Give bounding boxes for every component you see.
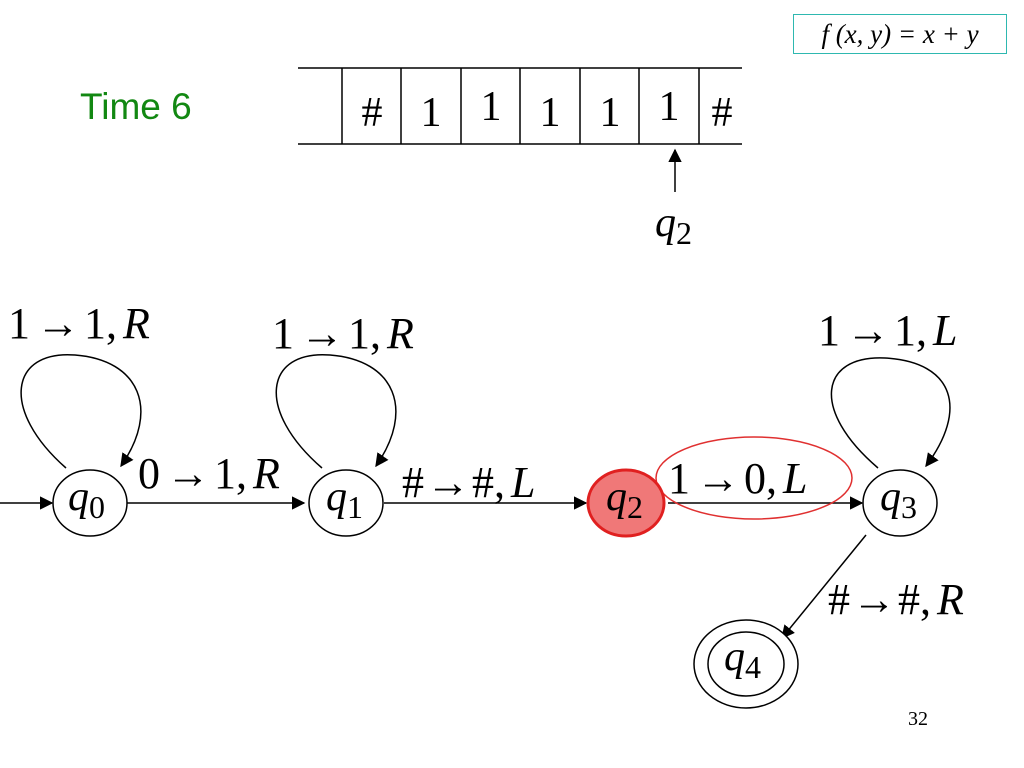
label-edge-q0-q1: 0→1,R [138, 449, 280, 498]
state-q4-label: q4 [724, 634, 761, 685]
state-q3: q3 [862, 469, 938, 537]
edge-q3-q4 [781, 534, 867, 640]
tape-cell-symbol: # [362, 90, 383, 136]
state-q2-label: q2 [606, 474, 643, 525]
state-q1-circle [308, 469, 384, 537]
state-q4-inner-circle [707, 631, 785, 697]
label-loop-q3: 1→1,L [818, 306, 957, 355]
tape-cell-symbol: 1 [540, 90, 561, 136]
state-q2-circle [586, 468, 666, 538]
tape-cell-symbol: 1 [421, 90, 442, 136]
label-edge-q2-q3: 1→0,L [668, 454, 807, 503]
state-q1-label: q1 [326, 474, 363, 525]
tape-cell-symbol: 1 [600, 90, 621, 136]
state-q4: q4 [693, 619, 799, 709]
state-q3-label: q3 [880, 474, 917, 525]
label-edge-q1-q2: #→#,L [402, 458, 535, 507]
tape-head: q2 [655, 148, 692, 251]
loop-q1 [275, 354, 397, 469]
label-edge-q3-q4: #→#,R [828, 575, 964, 624]
tape-dividers [341, 68, 700, 144]
loop-q0 [20, 354, 142, 469]
loop-q3 [830, 357, 951, 469]
state-q2: q2 [586, 468, 666, 538]
tape-cell-symbol: 1 [659, 84, 680, 130]
tape-head-state: q2 [655, 200, 692, 251]
formula-box: f (x, y) = x + y [793, 14, 1007, 54]
time-label: Time 6 [80, 86, 192, 127]
state-q1: q1 [308, 469, 384, 537]
state-q0-label: q0 [68, 474, 105, 525]
state-q3-circle [862, 469, 938, 537]
page-number: 32 [908, 708, 928, 730]
tape-cell-symbol: 1 [481, 84, 502, 130]
formula-text: f (x, y) = x + y [821, 19, 979, 49]
state-q0: q0 [52, 469, 128, 537]
state-q0-circle [52, 469, 128, 537]
label-loop-q1: 1→1,R [272, 309, 414, 358]
tape-cell-symbol: # [712, 90, 733, 136]
highlight-ellipse [655, 436, 853, 520]
label-loop-q0: 1→1,R [8, 299, 150, 348]
